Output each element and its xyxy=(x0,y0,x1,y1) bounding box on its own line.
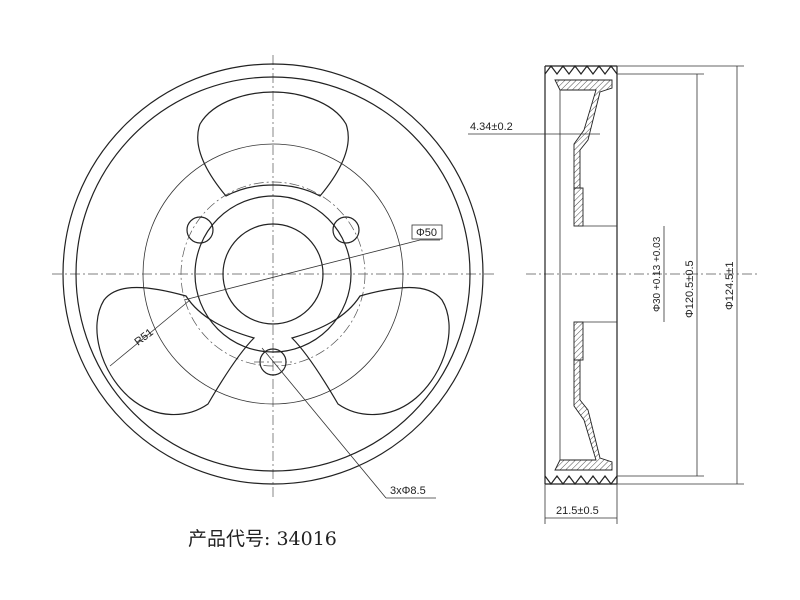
dim-hub-box xyxy=(411,224,443,240)
dim-hub-diameter: Φ50 xyxy=(416,227,437,239)
dim-holes: 3xΦ8.5 xyxy=(390,485,426,497)
product-code-value: 34016 xyxy=(276,528,337,550)
front-view: Φ50 R51 3xΦ8.5 xyxy=(52,55,494,500)
section-view: 4.34±0.2 Φ30 +0.13 +0.03 Φ120.5±0.5 Φ124… xyxy=(468,65,760,524)
window-top xyxy=(197,91,349,197)
hub-section-top xyxy=(573,187,584,227)
dim-width: 21.5±0.5 xyxy=(556,505,599,517)
dim-line-hub xyxy=(183,239,421,301)
hole-pitch-circle xyxy=(180,181,366,367)
hub-circle xyxy=(194,195,352,353)
web-circle xyxy=(142,143,404,405)
inner-rim xyxy=(75,76,471,472)
dim-line-radius xyxy=(109,299,191,367)
mounting-hole-1 xyxy=(186,216,214,244)
dim-outer-diameter: Φ124.5±1 xyxy=(724,262,736,310)
product-code: 产品代号: 34016 xyxy=(188,524,337,551)
grooves-top xyxy=(544,65,618,75)
dim-wall-thickness: 4.34±0.2 xyxy=(470,121,513,133)
window-right xyxy=(290,286,450,416)
section-profile-outer xyxy=(544,65,618,485)
grooves-bottom xyxy=(544,475,618,485)
hub-section-bottom xyxy=(573,321,584,361)
dim-line-holes xyxy=(261,347,387,499)
rim-section-bottom xyxy=(554,359,613,471)
mounting-hole-2 xyxy=(332,216,360,244)
bore-circle xyxy=(222,223,324,325)
window-left xyxy=(96,286,256,416)
product-code-label: 产品代号: xyxy=(188,528,271,550)
dim-groove-diameter: Φ120.5±0.5 xyxy=(684,260,696,318)
dim-bore-diameter: Φ30 +0.13 +0.03 xyxy=(652,236,663,312)
outer-rim xyxy=(62,63,484,485)
